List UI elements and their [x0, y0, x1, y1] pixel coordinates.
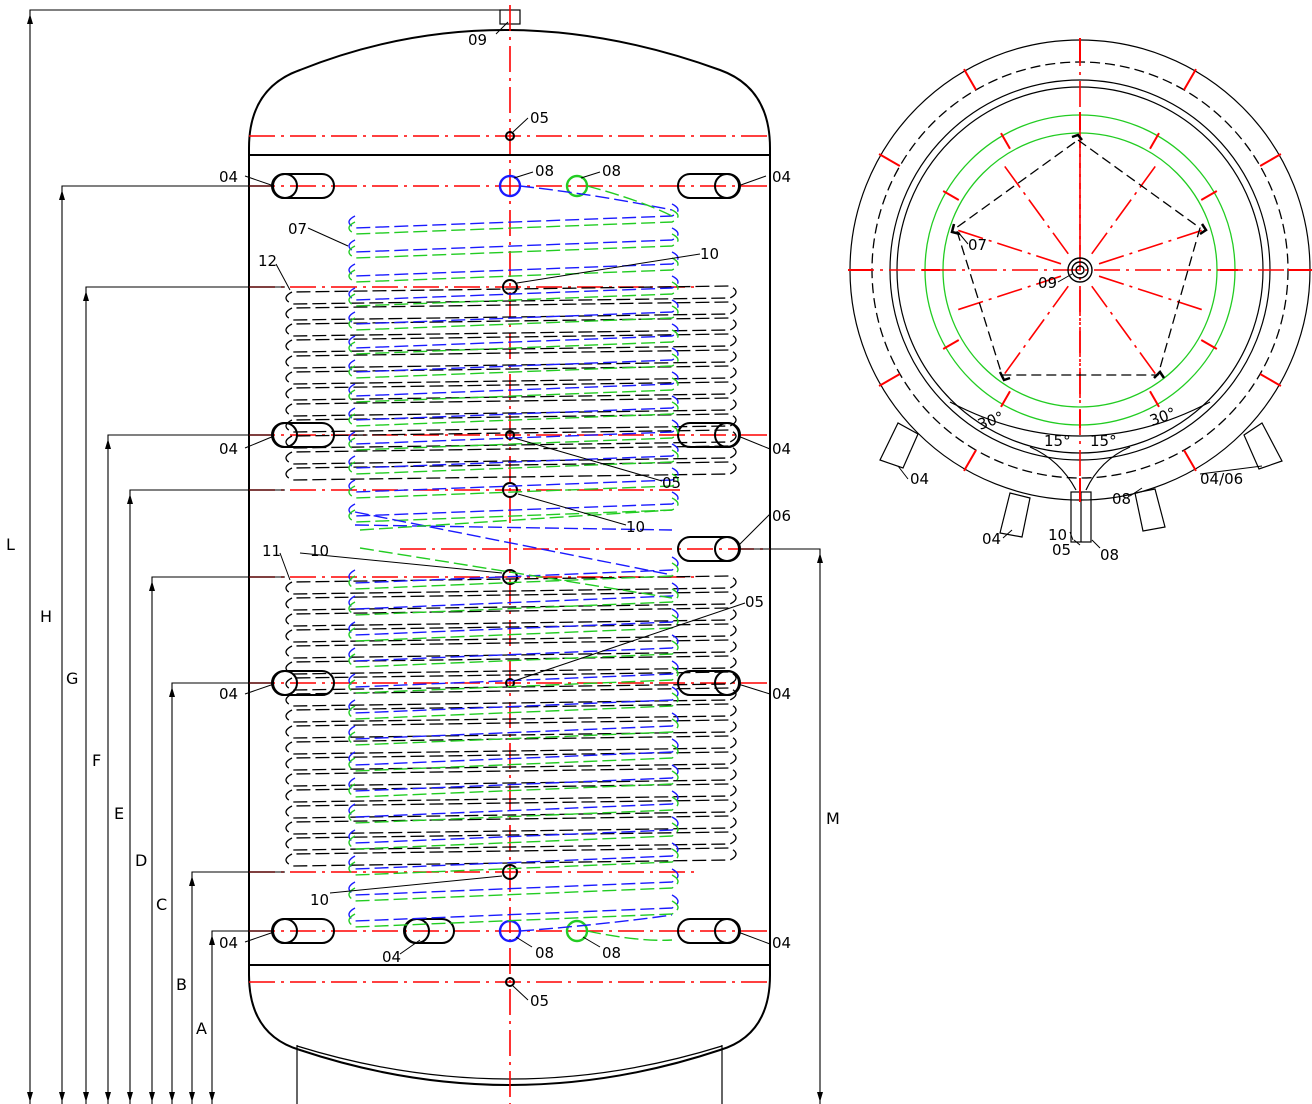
dim-label-M: M — [826, 809, 840, 828]
label-04-bottom-left: 04 — [219, 934, 238, 952]
top-view-nozzles — [879, 422, 1283, 543]
leader-lines — [244, 21, 771, 1001]
tank-top-view: 09 07 30° 15° 15° 30° 04 04/06 04 10 05 … — [848, 38, 1312, 564]
label-08-top-green: 08 — [602, 162, 621, 180]
label-04-low-left: 04 — [219, 685, 238, 703]
label-10-mid: 10 — [626, 518, 645, 536]
top-label-15-right: 15° — [1090, 432, 1117, 450]
top-label-04-06: 04/06 — [1200, 470, 1243, 488]
top-label-08-right: 08 — [1112, 490, 1131, 508]
tank-front-view: 09 05 04 04 08 08 07 10 12 04 04 05 10 0… — [219, 5, 791, 1104]
label-04-top-right: 04 — [772, 168, 791, 186]
green-feed-bottom — [586, 930, 673, 941]
label-11: 11 — [262, 542, 281, 560]
green-feed-top — [586, 185, 673, 217]
angle-arc — [949, 401, 1211, 437]
blue-feed-top — [519, 185, 673, 211]
label-08-bottom-blue: 08 — [535, 944, 554, 962]
dimension-lines: L H G F E D C B A M — [3, 9, 844, 1104]
dim-label-E: E — [114, 804, 124, 823]
label-06: 06 — [772, 507, 791, 525]
top-view-labels: 09 07 30° 15° 15° 30° 04 04/06 04 10 05 … — [910, 236, 1243, 564]
blue-coil-upper — [348, 203, 679, 517]
top-view-leaders — [897, 231, 1263, 549]
label-08-top-blue: 08 — [535, 162, 554, 180]
label-04-mid-right: 04 — [772, 440, 791, 458]
front-labels: 09 05 04 04 08 08 07 10 12 04 04 05 10 0… — [219, 31, 791, 1010]
label-10-low: 10 — [310, 542, 329, 560]
radial-ticks — [848, 38, 1312, 502]
upper-coil-12 — [285, 285, 737, 481]
label-04-bottom-right: 04 — [772, 934, 791, 952]
label-07: 07 — [288, 220, 307, 238]
dim-label-D: D — [135, 851, 147, 870]
top-label-08-center: 08 — [1100, 546, 1119, 564]
green-coil-lower — [348, 562, 679, 928]
dim-label-C: C — [156, 895, 167, 914]
blue-feed-bottom — [519, 914, 673, 932]
dim-label-L: L — [6, 535, 15, 554]
label-05-top: 05 — [530, 109, 549, 127]
dim-label-G: G — [66, 669, 78, 688]
center-port-09 — [1067, 257, 1093, 283]
green-coil-upper — [348, 209, 679, 523]
anode-pentagon — [955, 139, 1201, 376]
label-04-low-right: 04 — [772, 685, 791, 703]
top-label-04-left: 04 — [910, 470, 929, 488]
top-label-10: 10 — [1048, 526, 1067, 544]
dim-label-F: F — [92, 751, 101, 770]
blue-coil-transition — [354, 511, 673, 576]
anode-fittings — [950, 133, 1208, 382]
label-04-top-left: 04 — [219, 168, 238, 186]
green-coil-transition — [359, 509, 673, 599]
label-05-bottom: 05 — [530, 992, 549, 1010]
top-label-30-left: 30° — [975, 408, 1006, 434]
top-label-15-left: 15° — [1044, 432, 1071, 450]
top-label-07: 07 — [968, 236, 987, 254]
label-04-mid-left: 04 — [219, 440, 238, 458]
dim-label-H: H — [40, 607, 52, 626]
label-09: 09 — [468, 31, 487, 49]
dim-label-A: A — [196, 1019, 207, 1038]
top-label-05: 05 — [1052, 541, 1071, 559]
label-04-bottom-extra: 04 — [382, 948, 401, 966]
support-skirt — [296, 1045, 723, 1104]
label-10-top: 10 — [700, 245, 719, 263]
label-08-bottom-green: 08 — [602, 944, 621, 962]
label-10-bottom: 10 — [310, 891, 329, 909]
lower-coil-11 — [285, 575, 737, 867]
tank-shell — [248, 29, 771, 1086]
top-label-09: 09 — [1038, 274, 1057, 292]
label-12: 12 — [258, 252, 277, 270]
dim-label-B: B — [176, 975, 187, 994]
label-05-low: 05 — [745, 593, 764, 611]
blue-coil-lower — [348, 556, 679, 922]
top-label-04-bottom: 04 — [982, 530, 1001, 548]
heat-exchanger-coils — [285, 185, 737, 941]
label-05-mid: 05 — [662, 474, 681, 492]
